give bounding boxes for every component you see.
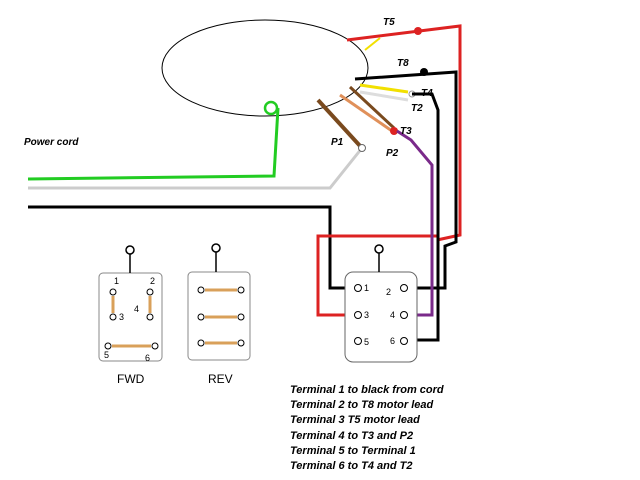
fwd-label: FWD [117, 372, 145, 386]
t4-label: T4 [421, 88, 433, 99]
ground-wire [27, 100, 280, 181]
wiring-terminal-2: 2 [386, 287, 391, 297]
p2-t3-leads [339, 85, 398, 135]
t8-label: T8 [397, 58, 409, 69]
fwd-terminal-3: 3 [119, 312, 124, 322]
note-terminal-2: Terminal 2 to T8 motor lead [290, 399, 434, 412]
fwd-terminal-6: 6 [145, 353, 150, 363]
wiring-terminal-6: 6 [390, 336, 395, 346]
wiring-terminal-5: 5 [364, 337, 369, 347]
note-terminal-5: Terminal 5 to Terminal 1 [290, 444, 416, 457]
wiring-notes: Terminal 1 to black from cord Terminal 2… [290, 383, 590, 474]
wiring-terminal-1: 1 [364, 283, 369, 293]
rev-switch [187, 243, 251, 361]
p1-lead [316, 98, 363, 149]
motor-body [161, 19, 369, 117]
wiring-terminal-4: 4 [390, 310, 395, 320]
p2-t3-connector [390, 127, 398, 135]
p1-connector [358, 144, 366, 152]
note-terminal-1: Terminal 1 to black from cord [290, 384, 444, 396]
t8-connector [420, 68, 428, 76]
note-terminal-3: Terminal 3 T5 motor lead [290, 414, 420, 427]
wiring-switch: 1 2 3 4 5 6 [344, 244, 418, 363]
rev-label: REV [208, 372, 233, 386]
fwd-switch: 1 2 3 4 5 6 [98, 245, 163, 363]
p1-label: P1 [331, 137, 344, 148]
hot-wire [28, 205, 354, 290]
fwd-terminal-5: 5 [104, 350, 109, 360]
t2-label: T2 [411, 103, 423, 114]
fwd-terminal-1: 1 [114, 276, 119, 286]
t4-t2-leads [359, 83, 440, 342]
t5-label: T5 [383, 17, 395, 28]
power-cord-label: Power cord [24, 137, 79, 148]
fwd-terminal-4: 4 [134, 304, 139, 314]
t5-connector [414, 27, 422, 35]
t3-p2-lead [396, 129, 434, 317]
fwd-terminal-2: 2 [150, 276, 155, 286]
p2-label: P2 [386, 148, 399, 159]
neutral-wire [28, 147, 364, 190]
t3-label: T3 [400, 126, 412, 137]
note-terminal-4: Terminal 4 to T3 and P2 [290, 429, 414, 442]
note-terminal-6: Terminal 6 to T4 and T2 [290, 460, 413, 473]
t5-lead [316, 24, 462, 317]
wiring-terminal-3: 3 [364, 310, 369, 320]
